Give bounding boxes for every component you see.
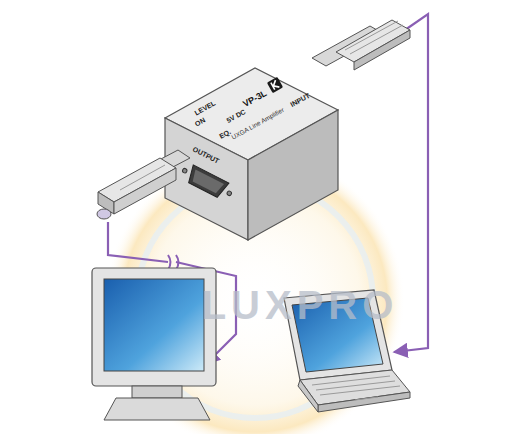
input-plug xyxy=(312,20,410,70)
output-port xyxy=(179,162,236,203)
kramer-logo xyxy=(267,77,283,93)
box-side xyxy=(248,110,338,240)
output-plug xyxy=(97,150,190,219)
monitor xyxy=(92,268,216,420)
output-cable xyxy=(108,222,168,262)
input-cable xyxy=(394,14,428,352)
watermark: LUXPRO xyxy=(202,285,399,325)
